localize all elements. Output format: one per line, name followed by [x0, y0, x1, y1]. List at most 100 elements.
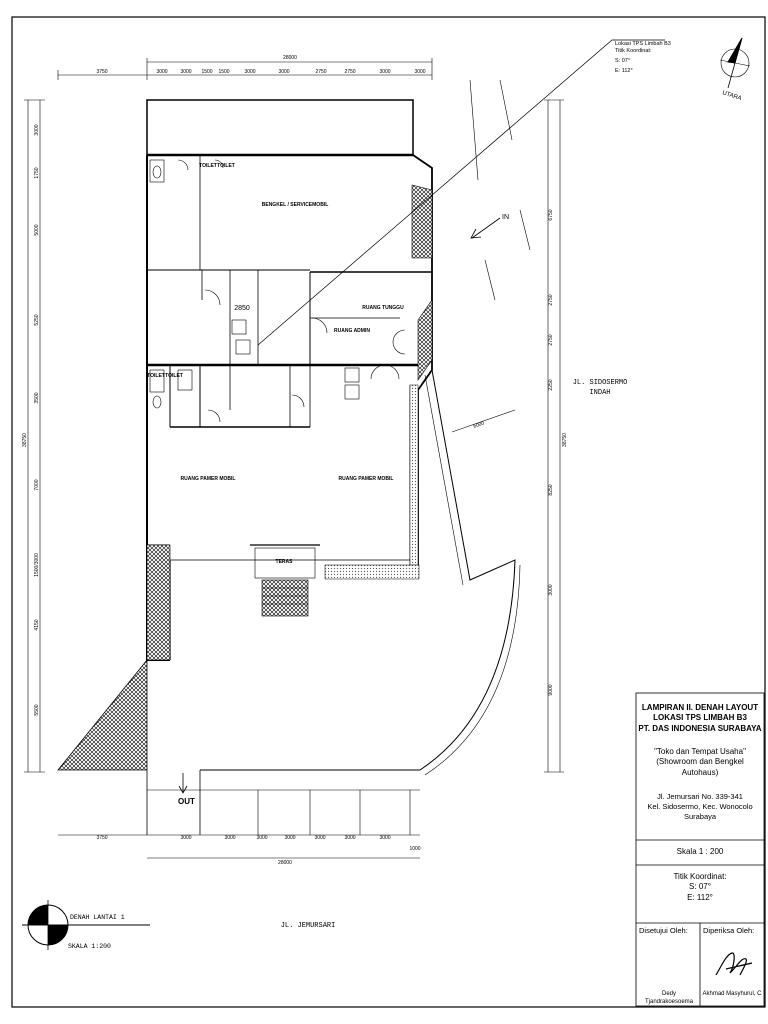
bottom-dim: 1000 [409, 846, 420, 852]
title-block-coordinates: Titik Koordinat: S: 07° E: 112° [638, 872, 762, 903]
address-line: Kel. Sidosermo, Kec. Wonocolo [647, 801, 753, 811]
signature-icon [715, 952, 753, 976]
bottom-dim: 3750 [96, 835, 107, 841]
subtitle-line: "Toko dan Tempat Usaha" [654, 747, 746, 756]
right-dim-total: 38750 [562, 433, 568, 447]
top-dim: 3000 [244, 69, 255, 75]
garden-strip-bottom [324, 564, 420, 580]
coord-e: E: 112° [687, 892, 713, 902]
title-block-address: Jl. Jemursari No. 339-341 Kel. Sidosermo… [638, 792, 762, 821]
title-block-title: LAMPIRAN II. DENAH LAYOUT LOKASI TPS LIM… [638, 703, 762, 734]
site-boundary [146, 79, 531, 835]
out-label: OUT [178, 797, 195, 806]
coord-s: S: 07° [689, 882, 711, 892]
subtitle-line: (Showroom dan Bengkel Autohaus) [656, 757, 744, 777]
callout-leader [257, 39, 665, 346]
legend-scale: SKALA 1:200 [68, 943, 111, 950]
top-dimensions: 28000 3750 3000 3000 1500 1500 3000 3000… [96, 55, 425, 75]
label-toilet: TOILET [199, 163, 217, 169]
top-dim: 3000 [414, 69, 425, 75]
label-pamer-1: RUANG PAMER MOBIL [181, 476, 236, 482]
checked-name: Akhmad Masyhurul, C [702, 991, 762, 997]
approved-label: Disetujui Oleh: [639, 926, 688, 935]
title-line: LOKASI TPS LIMBAH B3 [653, 713, 747, 723]
title-block-scale: Skala 1 : 200 [676, 847, 724, 856]
right-dimensions: 38750 6750 2750 2750 2250 8250 3000 9000 [548, 209, 568, 695]
right-dim: 2750 [548, 294, 554, 305]
top-dim: 2750 [315, 69, 326, 75]
room-labels: BENGKEL / SERVICEMOBIL TOILET TOILET TOI… [147, 163, 404, 565]
top-dim: 3000 [278, 69, 289, 75]
top-dim: 1500 [218, 69, 229, 75]
bottom-dim: 3000 [224, 835, 235, 841]
road-bottom: JL. JEMURSARI [281, 922, 336, 930]
title-block-frame [635, 692, 765, 1007]
out-arrow-icon [178, 773, 188, 794]
callout-line: E: 112° [615, 68, 633, 74]
callout-line: Titik Koordinat: [615, 48, 652, 54]
address-line: Surabaya [683, 811, 717, 821]
label-bengkel: BENGKEL / SERVICEMOBIL [262, 202, 329, 208]
left-stair [146, 544, 171, 661]
left-dim-total: 38750 [22, 433, 28, 447]
label-pamer-2: RUANG PAMER MOBIL [339, 476, 394, 482]
coord-label: Titik Koordinat: [673, 872, 727, 881]
label-toilet: TOILET [147, 373, 165, 379]
ramp-dim: 6000 [473, 420, 486, 430]
left-dim: 5000 [34, 224, 40, 235]
top-dim: 2750 [344, 69, 355, 75]
left-dimensions: 38750 3000 1750 5000 5250 3500 7000 1500… [22, 124, 40, 715]
label-toilet: TOILET [165, 373, 183, 379]
doors [151, 159, 406, 558]
legend-symbol-icon [22, 900, 150, 950]
title-line: PT. DAS INDONESIA SURABAYA [638, 723, 762, 733]
left-dim: 7000 [34, 479, 40, 490]
bottom-dim: 3000 [314, 835, 325, 841]
approved-name: Dedy Tjandrakoesoema [644, 991, 694, 1005]
top-dim: 1500 [201, 69, 212, 75]
in-arrow-icon [470, 217, 501, 239]
right-dim: 8250 [548, 484, 554, 495]
legend-name: DENAH LANTAI 1 [70, 914, 125, 921]
right-dim: 2250 [548, 379, 554, 390]
title-line: LAMPIRAN II. DENAH LAYOUT [641, 703, 759, 712]
ruang-tps-hatch [417, 299, 433, 381]
left-dim: 5500 [34, 704, 40, 715]
dim-2850: 2850 [234, 305, 250, 312]
top-dim: 3750 [96, 69, 107, 75]
bottom-dim: 3000 [344, 835, 355, 841]
top-dim-total: 28000 [283, 55, 297, 61]
label-ruang-admin: RUANG ADMIN [334, 328, 370, 334]
top-dim: 3000 [180, 69, 191, 75]
bottom-dim: 3000 [180, 835, 191, 841]
left-dim: 1500/3000 [34, 553, 40, 577]
callout-line: Lokasi TPS Limbah B3 [615, 41, 671, 47]
in-label: IN [502, 214, 509, 221]
road-right-line2: INDAH [589, 389, 610, 397]
left-dim: 3500 [34, 392, 40, 403]
left-dim: 3000 [34, 124, 40, 135]
checked-label: Diperiksa Oleh: [703, 926, 755, 935]
callout-text: Lokasi TPS Limbah B3 Titik Koordinat: S:… [615, 41, 671, 74]
terrace-steps [254, 547, 316, 617]
top-dim: 3000 [156, 69, 167, 75]
right-dim: 6750 [548, 209, 554, 220]
label-ruang-tunggu: RUANG TUNGGU [362, 305, 404, 311]
right-dim: 3000 [548, 584, 554, 595]
callout-line: S: 07° [615, 58, 630, 64]
label-toilet: TOILET [217, 163, 235, 169]
title-block-subtitle: "Toko dan Tempat Usaha" (Showroom dan Be… [638, 747, 762, 778]
garden-strip [409, 384, 419, 566]
north-label: UTARA [721, 90, 742, 102]
label-teras: TERAS [276, 559, 294, 565]
top-dim: 3000 [379, 69, 390, 75]
left-dim: 1750 [34, 167, 40, 178]
road-right-line1: JL. SIDOSERMO [573, 379, 628, 387]
north-arrow-icon [719, 37, 751, 89]
bottom-dim: 3000 [256, 835, 267, 841]
right-dim: 9000 [548, 684, 554, 695]
bottom-dimensions: 3750 3000 3000 3000 3000 3000 3000 3000 … [96, 835, 420, 866]
left-dim: 5250 [34, 314, 40, 325]
bottom-dim: 3000 [379, 835, 390, 841]
